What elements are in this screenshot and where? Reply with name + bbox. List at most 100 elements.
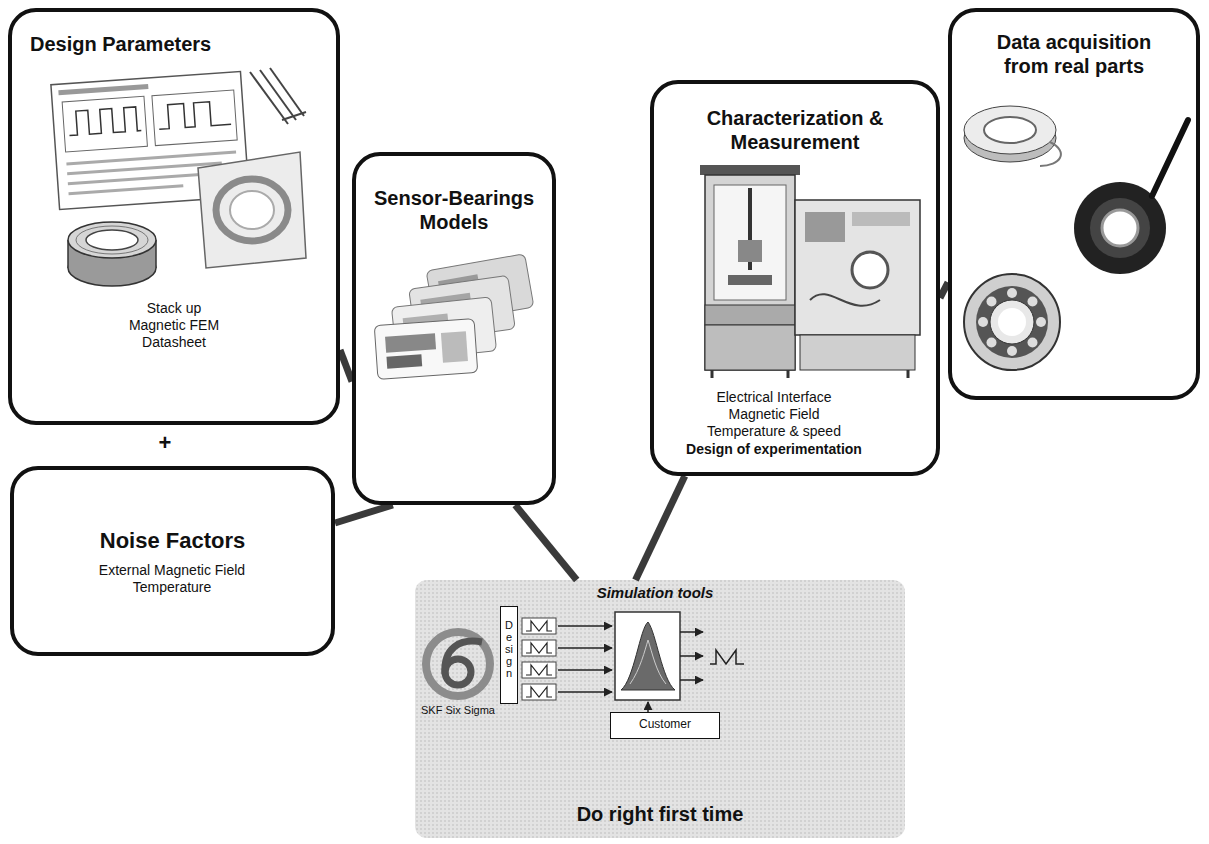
block-label: Customer (611, 717, 719, 731)
test-bench (700, 165, 920, 378)
test-bench-part (800, 335, 915, 370)
test-bench-part (714, 185, 786, 300)
bearing-sketch-part (86, 230, 138, 250)
fem-picture-part (230, 191, 274, 229)
bearing-photo-part (987, 297, 997, 307)
probe-sketch (250, 68, 306, 124)
panel-heading: Noise Factors (14, 528, 331, 554)
panel-note: Design of experimentation (659, 441, 889, 458)
input-signals-part (522, 662, 556, 678)
panel-body: Electrical Interface Magnetic Field Temp… (694, 389, 854, 439)
input-signals (522, 618, 612, 700)
output-signals-part (710, 650, 744, 664)
test-bench-part (711, 370, 714, 378)
bearing-photo (964, 274, 1060, 370)
connector-line (340, 350, 352, 382)
test-bench-part (810, 294, 880, 306)
fem-picture (198, 152, 306, 268)
customer-block: Customer (610, 712, 720, 739)
model-cards-part (374, 319, 478, 380)
bearing-photo (964, 106, 1061, 166)
bearing-sketch-part (76, 226, 148, 254)
fem-picture-part (216, 179, 288, 241)
customer-arrow-part (647, 702, 649, 712)
input-signals-part (526, 621, 552, 631)
plus-sign: + (150, 430, 180, 456)
probe-sketch-part (260, 70, 296, 120)
input-signals-part (558, 691, 612, 693)
input-signals-part (558, 625, 612, 627)
test-bench-part (728, 275, 772, 285)
model-block-part (615, 612, 680, 700)
probe-sketch-part (270, 68, 304, 116)
output-signals-part (680, 679, 703, 681)
sensor-bearing-photo-part (1152, 120, 1188, 196)
input-signals-part (558, 669, 612, 671)
input-signals-part (522, 640, 556, 656)
model-block-part (621, 622, 675, 690)
test-bench-part (787, 370, 790, 378)
design-panel: Design ParametersStack up Magnetic FEM D… (8, 8, 340, 425)
fem-picture-part (198, 152, 306, 268)
test-bench-part (700, 165, 800, 175)
bearing-photo-part (964, 106, 1056, 154)
input-signals-part (522, 618, 556, 634)
sensor-bearing-photo-part (1102, 210, 1138, 246)
datasheet-sketch-part (152, 90, 237, 146)
bearing-photo-part (1007, 288, 1017, 298)
noise-panel: Noise FactorsExternal Magnetic Field Tem… (10, 466, 335, 656)
bearing-photo-part (964, 274, 1060, 370)
test-bench-part (738, 240, 762, 262)
output-signals-part (680, 631, 703, 633)
bearing-photo-part (987, 338, 997, 348)
test-bench-part (795, 200, 920, 335)
bearing-photo-part (1028, 297, 1038, 307)
six-sigma-logo-part (426, 632, 490, 696)
connector-line (515, 505, 577, 580)
model-cards-part (441, 331, 468, 363)
test-bench-part (805, 212, 845, 242)
input-signals-part (526, 687, 552, 697)
bearing-photo-part (1007, 346, 1017, 356)
test-bench-part (852, 252, 888, 288)
panel-body: External Magnetic Field Temperature (82, 562, 262, 596)
bearing-photo-part (984, 117, 1036, 143)
logo-caption: SKF Six Sigma (408, 704, 508, 717)
area-slogan: Do right first time (515, 802, 805, 826)
connector-line (335, 505, 393, 523)
model-cards (374, 254, 534, 380)
datasheet-sketch-part (66, 152, 236, 164)
test-bench-part (705, 175, 795, 370)
six-sigma-logo (426, 632, 490, 696)
bearing-photo-part (978, 317, 988, 327)
sensor-bearing-photo-part (1090, 198, 1150, 258)
test-bench-part (852, 212, 910, 226)
model-block-part (630, 640, 666, 684)
bearing-sketch (68, 222, 156, 286)
design-block: Design (500, 606, 518, 704)
datasheet-sketch-part (58, 84, 148, 95)
vertical-label: Design (504, 619, 515, 679)
connector-line (940, 282, 948, 297)
bearing-photo-part (1028, 338, 1038, 348)
test-bench-part (705, 305, 795, 325)
model-cards-part (385, 333, 436, 352)
output-signals-part (680, 655, 703, 657)
model-cards-part (386, 354, 422, 368)
bearing-photo-part (1040, 142, 1061, 166)
bearing-photo-part (990, 300, 1034, 344)
datasheet-sketch-part (68, 107, 141, 136)
six-sigma-logo-part (445, 641, 482, 674)
probe-sketch-part (282, 112, 306, 120)
sensor-bearing-photo (1074, 120, 1188, 274)
input-signals-part (558, 647, 612, 649)
measurement-panel: Characterization & MeasurementElectrical… (650, 80, 940, 476)
input-signals-part (522, 684, 556, 700)
input-signals-part (526, 643, 552, 653)
output-signals (680, 632, 744, 680)
model-block (615, 612, 680, 700)
customer-arrow (648, 702, 649, 712)
acquisition-panel: Data acquisition from real parts (948, 8, 1200, 400)
panel-heading: Sensor-Bearings Models (361, 186, 547, 234)
